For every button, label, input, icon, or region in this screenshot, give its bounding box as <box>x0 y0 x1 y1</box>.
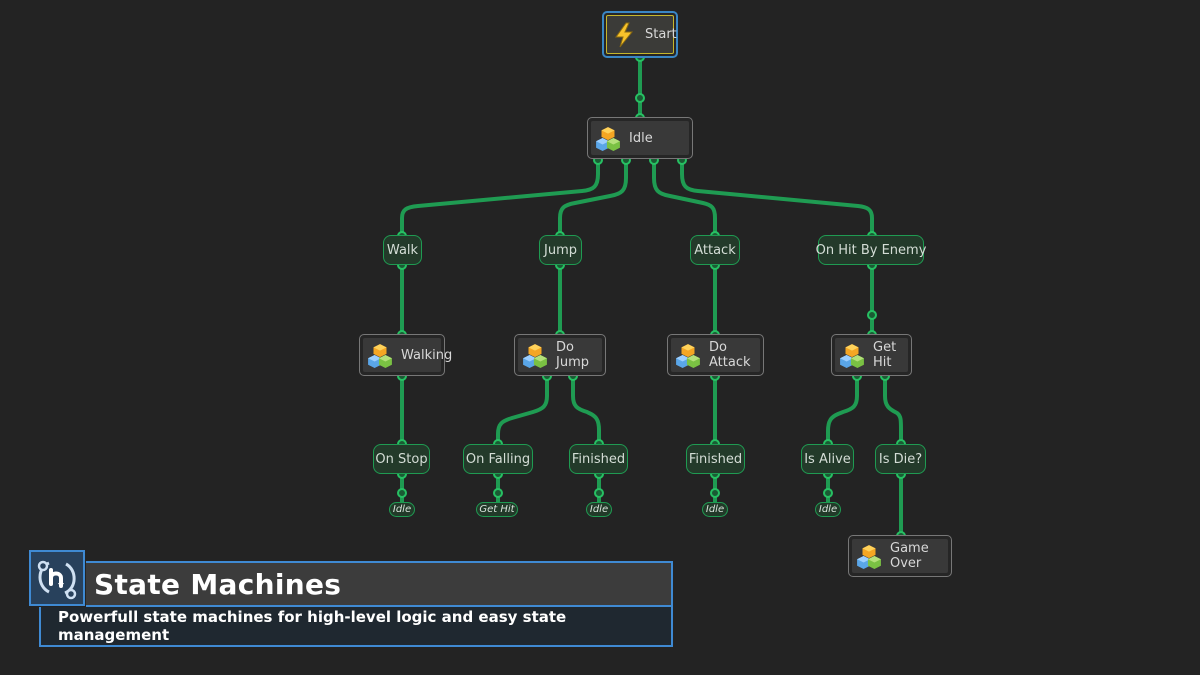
link-gethit-isdie[interactable] <box>883 374 903 446</box>
link-gethit-isalive[interactable] <box>826 374 859 446</box>
state-cubes-icon <box>523 344 547 368</box>
state-node-idle[interactable]: Idle <box>587 117 693 159</box>
state-cubes-icon <box>840 344 864 368</box>
state-node-label: Game Over <box>890 541 929 571</box>
state-node-start[interactable]: Start <box>602 11 678 58</box>
link-idle-attack[interactable] <box>652 158 717 238</box>
link-idle-walk[interactable] <box>400 158 600 238</box>
state-node-label: Walking <box>401 347 453 363</box>
transition-on-stop[interactable]: On Stop <box>373 444 430 474</box>
state-node-label: Start <box>645 27 677 42</box>
link-idle-onhit[interactable] <box>680 158 874 238</box>
state-node-label: Do Jump <box>556 340 589 370</box>
banner-title-bar: State Machines <box>86 561 673 607</box>
transition-walk[interactable]: Walk <box>383 235 422 265</box>
transition-finished-attack[interactable]: Finished <box>686 444 745 474</box>
connection-port[interactable] <box>710 488 720 498</box>
state-cubes-icon <box>368 344 392 368</box>
banner-logo <box>29 550 85 606</box>
banner-subtitle-bar: Powerfull state machines for high-level … <box>39 607 673 647</box>
lightning-bolt-icon <box>615 22 634 47</box>
connection-port[interactable] <box>594 488 604 498</box>
transition-on-falling[interactable]: On Falling <box>463 444 533 474</box>
link-idle-jump[interactable] <box>558 158 628 238</box>
target-tag-idle[interactable]: Idle <box>389 502 415 517</box>
state-node-label: Idle <box>629 130 653 146</box>
transition-is-die[interactable]: Is Die? <box>875 444 926 474</box>
link-dojump-onfalling[interactable] <box>496 374 549 446</box>
state-node-walking[interactable]: Walking <box>359 334 452 376</box>
state-cubes-icon <box>676 344 700 368</box>
state-node-do-attack[interactable]: Do Attack <box>667 334 764 376</box>
connection-port[interactable] <box>397 488 407 498</box>
transition-is-alive[interactable]: Is Alive <box>801 444 854 474</box>
state-machine-logo-icon <box>37 560 77 600</box>
state-cubes-icon <box>857 545 881 569</box>
transition-on-hit-by-enemy[interactable]: On Hit By Enemy <box>816 235 926 265</box>
state-node-label: Do Attack <box>709 340 751 370</box>
state-node-do-jump[interactable]: Do Jump <box>514 334 606 376</box>
target-tag-get-hit[interactable]: Get Hit <box>476 502 518 517</box>
transition-jump[interactable]: Jump <box>539 235 582 265</box>
connection-port[interactable] <box>867 310 877 320</box>
target-tag-idle[interactable]: Idle <box>815 502 841 517</box>
connection-port[interactable] <box>635 93 645 103</box>
link-dojump-finished[interactable] <box>571 374 601 446</box>
banner-title: State Machines <box>94 567 342 601</box>
state-node-game-over[interactable]: Game Over <box>848 535 952 577</box>
state-node-get-hit[interactable]: Get Hit <box>831 334 912 376</box>
state-node-label: Get Hit <box>873 340 897 370</box>
target-tag-idle[interactable]: Idle <box>586 502 612 517</box>
state-cubes-icon <box>596 127 620 151</box>
connection-port[interactable] <box>493 488 503 498</box>
connection-port[interactable] <box>823 488 833 498</box>
transition-finished-jump[interactable]: Finished <box>569 444 628 474</box>
transition-attack[interactable]: Attack <box>690 235 740 265</box>
target-tag-idle[interactable]: Idle <box>702 502 728 517</box>
banner-subtitle: Powerfull state machines for high-level … <box>58 608 567 644</box>
